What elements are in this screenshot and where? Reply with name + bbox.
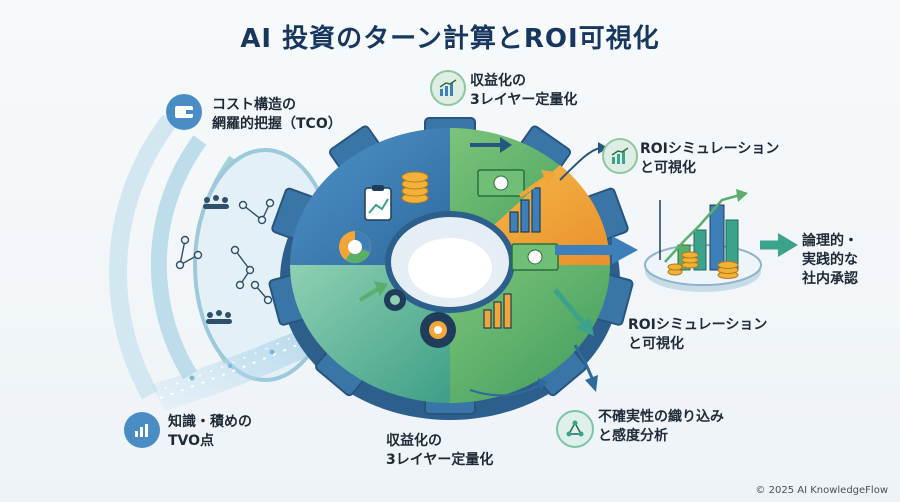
wallet-icon bbox=[166, 94, 202, 130]
flow-arrows bbox=[358, 137, 798, 397]
label-approval: 論理的・ 実践的な 社内承認 bbox=[802, 233, 858, 287]
people-icon bbox=[203, 195, 232, 324]
banknote-icon bbox=[477, 169, 559, 271]
bar-chart-icon bbox=[124, 412, 160, 448]
label-tco: コスト構造の 網羅的把握（TCO） bbox=[212, 97, 342, 132]
cog-icon bbox=[384, 289, 456, 348]
copyright: © 2025 AI KnowledgeFlow bbox=[755, 485, 888, 496]
label-uncertainty: 不確実性の織り込み と感度分析 bbox=[598, 409, 724, 444]
coin-stack-icon bbox=[401, 171, 429, 204]
label-roi-top: ROIシミュレーション と可視化 bbox=[640, 141, 780, 176]
label-revenue-top: 収益化の 3レイヤー定量化 bbox=[470, 73, 578, 108]
bar-chart-growth-icon bbox=[430, 70, 466, 106]
label-tvo: 知識・積めの TVO点 bbox=[168, 414, 252, 449]
label-roi-mid: ROIシミュレーション と可視化 bbox=[628, 317, 768, 352]
roi-platform bbox=[644, 189, 762, 292]
network-nodes bbox=[175, 198, 275, 305]
donut-chart-icon bbox=[339, 231, 371, 264]
main-gear bbox=[268, 117, 634, 420]
network-nodes-icon bbox=[556, 410, 594, 448]
page-title: AI 投資のターン計算とROI可視化 bbox=[240, 24, 660, 54]
label-revenue-bottom: 収益化の 3レイヤー定量化 bbox=[386, 433, 494, 468]
clipboard-chart-icon bbox=[364, 185, 392, 221]
bar-chart-icon bbox=[483, 187, 541, 329]
bar-chart-growth-icon bbox=[602, 138, 638, 174]
